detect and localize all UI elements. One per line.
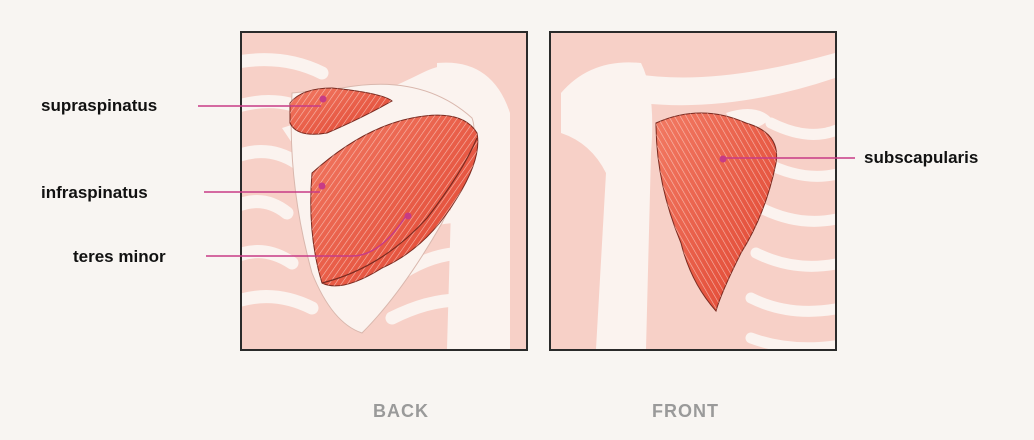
front-view-illustration <box>551 33 835 349</box>
humerus <box>561 62 652 349</box>
back-view-illustration <box>242 33 526 349</box>
label-supraspinatus: supraspinatus <box>41 96 157 116</box>
caption-back: BACK <box>373 401 429 422</box>
back-view-panel <box>240 31 528 351</box>
label-subscapularis: subscapularis <box>864 148 978 168</box>
label-teres-minor: teres minor <box>73 247 166 267</box>
label-infraspinatus: infraspinatus <box>41 183 148 203</box>
clavicle <box>631 53 835 105</box>
front-view-panel <box>549 31 837 351</box>
caption-front: FRONT <box>652 401 719 422</box>
